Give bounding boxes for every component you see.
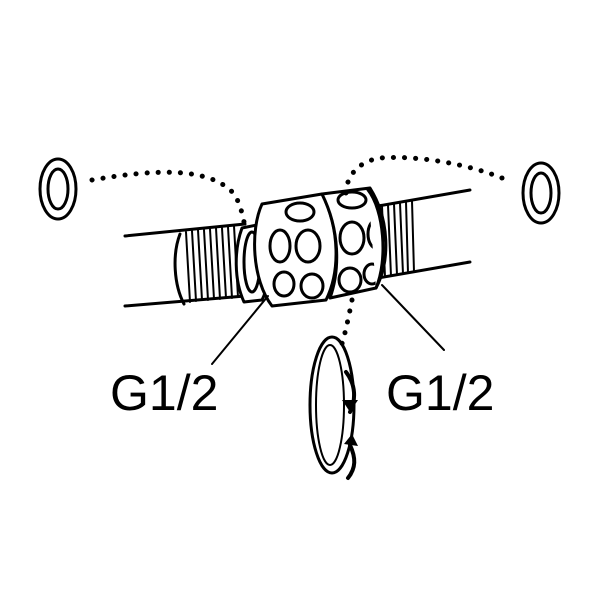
left-coupling-body: [253, 192, 338, 308]
left-hose: [123, 222, 247, 308]
right-washer: [521, 161, 561, 225]
right-thread-label: G1/2: [386, 365, 495, 421]
rotation-arrowheads: [342, 400, 358, 446]
dotted-leaders: [89, 155, 505, 353]
label-pointers: [211, 284, 445, 365]
right-hose: [376, 188, 472, 280]
right-coupling-body: [320, 186, 388, 300]
left-washer: [38, 157, 78, 221]
left-hose-threads: [185, 225, 239, 303]
left-washer-leader: [89, 169, 247, 225]
left-thread-label: G1/2: [110, 365, 219, 421]
